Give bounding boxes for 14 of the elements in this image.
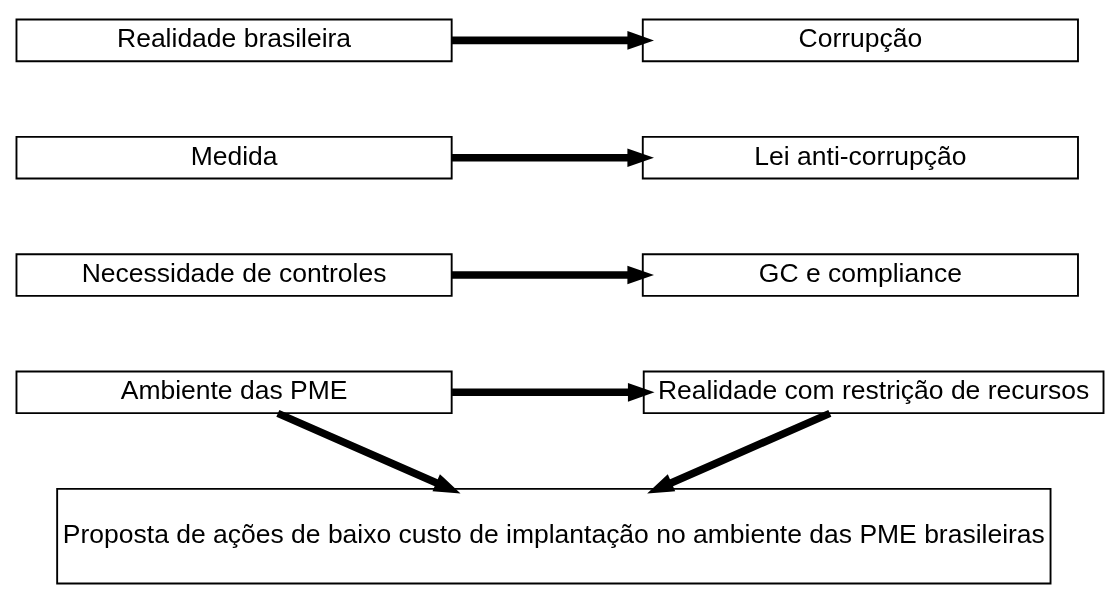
node-box: Proposta de ações de baixo custo de implantação no ambiente das PME brasileiras [56, 487, 1052, 584]
node-box: GC e compliance [641, 252, 1079, 297]
arrow [451, 147, 654, 167]
node-box: Corrupção [641, 18, 1079, 62]
arrow [647, 409, 832, 493]
node-box: Ambiente das PME [15, 370, 453, 414]
node-box: Realidade com restrição de recursos [642, 370, 1105, 414]
arrow [451, 30, 654, 50]
node-box: Necessidade de controles [15, 252, 453, 297]
node-box: Realidade brasileira [15, 18, 453, 62]
node-box: Medida [15, 135, 453, 179]
arrow [276, 409, 461, 493]
node-box: Lei anti-corrupção [641, 135, 1079, 179]
arrow [451, 265, 654, 284]
